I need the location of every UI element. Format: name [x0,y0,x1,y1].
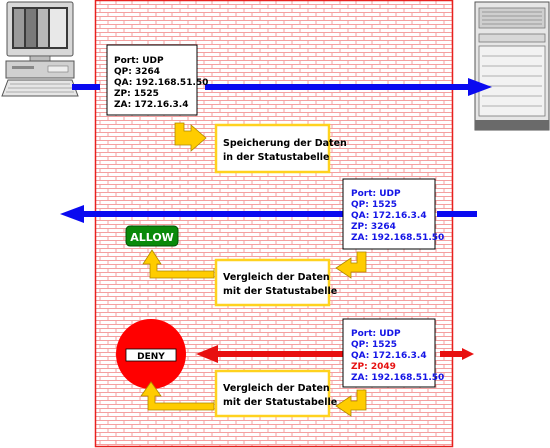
flow-arrow-to-compare-1 [335,251,367,279]
compare-step-2-line: mit der Statustabelle [223,397,337,408]
packet-in-allowed-line: ZP: 3264 [351,222,396,232]
store-step-line: in der Statustabelle [223,152,329,163]
packet-out-line: ZP: 1525 [114,89,159,99]
compare-step-1-line: Vergleich der Daten [223,272,330,283]
svg-text:Vergleich der Daten mit: Vergleich der Daten mit der Statustabell… [223,383,337,408]
packet-in-denied-mismatch-line: ZP: 2049 [351,362,396,372]
packet-out-box: Port: UDP QP: 3264 QA: 192.168.51.50 ZP:… [106,44,212,116]
packet-in-allowed-line: QA: 172.16.3.4 [351,211,427,221]
incoming-denied-arrow [196,345,474,363]
compare-step-2-line: Vergleich der Daten [223,383,330,394]
packet-out-line: QP: 3264 [114,67,160,77]
packet-in-denied-line: ZA: 192.168.51.50 [351,373,444,383]
compare-step-box-1: Vergleich der Daten mit der Statustabell… [214,258,337,307]
packet-in-denied-box: Port: UDP QP: 1525 QA: 172.16.3.4 ZP: 20… [342,318,444,388]
server-icon [474,1,550,131]
deny-label: DENY [137,352,165,362]
allow-label: ALLOW [130,231,174,244]
flow-arrow-to-compare-2 [335,389,367,417]
packet-in-denied-line: QA: 172.16.3.4 [351,351,427,361]
allow-badge: ALLOW [125,225,179,247]
svg-text:Port: UDP QP: 3264: Port: UDP QP: 3264 QA: 192.168.51.50 ZP:… [114,56,212,110]
svg-text:Vergleich der Daten mit: Vergleich der Daten mit der Statustabell… [223,272,337,297]
flow-arrow-to-deny [140,381,215,411]
flow-arrow-to-allow [142,249,215,279]
deny-sign: DENY [116,319,186,389]
store-step-line: Speicherung der Daten [223,138,347,149]
packet-in-allowed-line: ZA: 192.168.51.50 [351,233,444,243]
svg-text:Port: UDP QP: 1525: Port: UDP QP: 1525 QA: 172.16.3.4 ZP: 32… [351,189,444,243]
incoming-allowed-arrow [60,205,477,223]
packet-out-line: ZA: 172.16.3.4 [114,100,188,110]
client-computer-icon [1,1,79,97]
packet-in-allowed-box: Port: UDP QP: 1525 QA: 172.16.3.4 ZP: 32… [342,178,444,250]
outgoing-packet-arrow [72,78,492,96]
compare-step-box-2: Vergleich der Daten mit der Statustabell… [214,369,337,418]
packet-out-line: QA: 192.168.51.50 [114,78,208,88]
packet-in-denied-line: Port: UDP [351,329,401,339]
compare-step-1-line: mit der Statustabelle [223,286,337,297]
store-step-box: Speicherung der Daten in der Statustabel… [214,123,350,174]
svg-text:Speicherung der Daten in: Speicherung der Daten in der Statustabel… [223,138,350,163]
svg-text:Port: UDP QP: 1525: Port: UDP QP: 1525 QA: 172.16.3.4 ZP: 20… [351,329,444,383]
packet-in-allowed-line: Port: UDP [351,189,401,199]
packet-out-line: Port: UDP [114,56,164,66]
packet-in-denied-line: QP: 1525 [351,340,397,350]
packet-in-allowed-line: QP: 1525 [351,200,397,210]
flow-arrow-to-store [174,122,207,152]
